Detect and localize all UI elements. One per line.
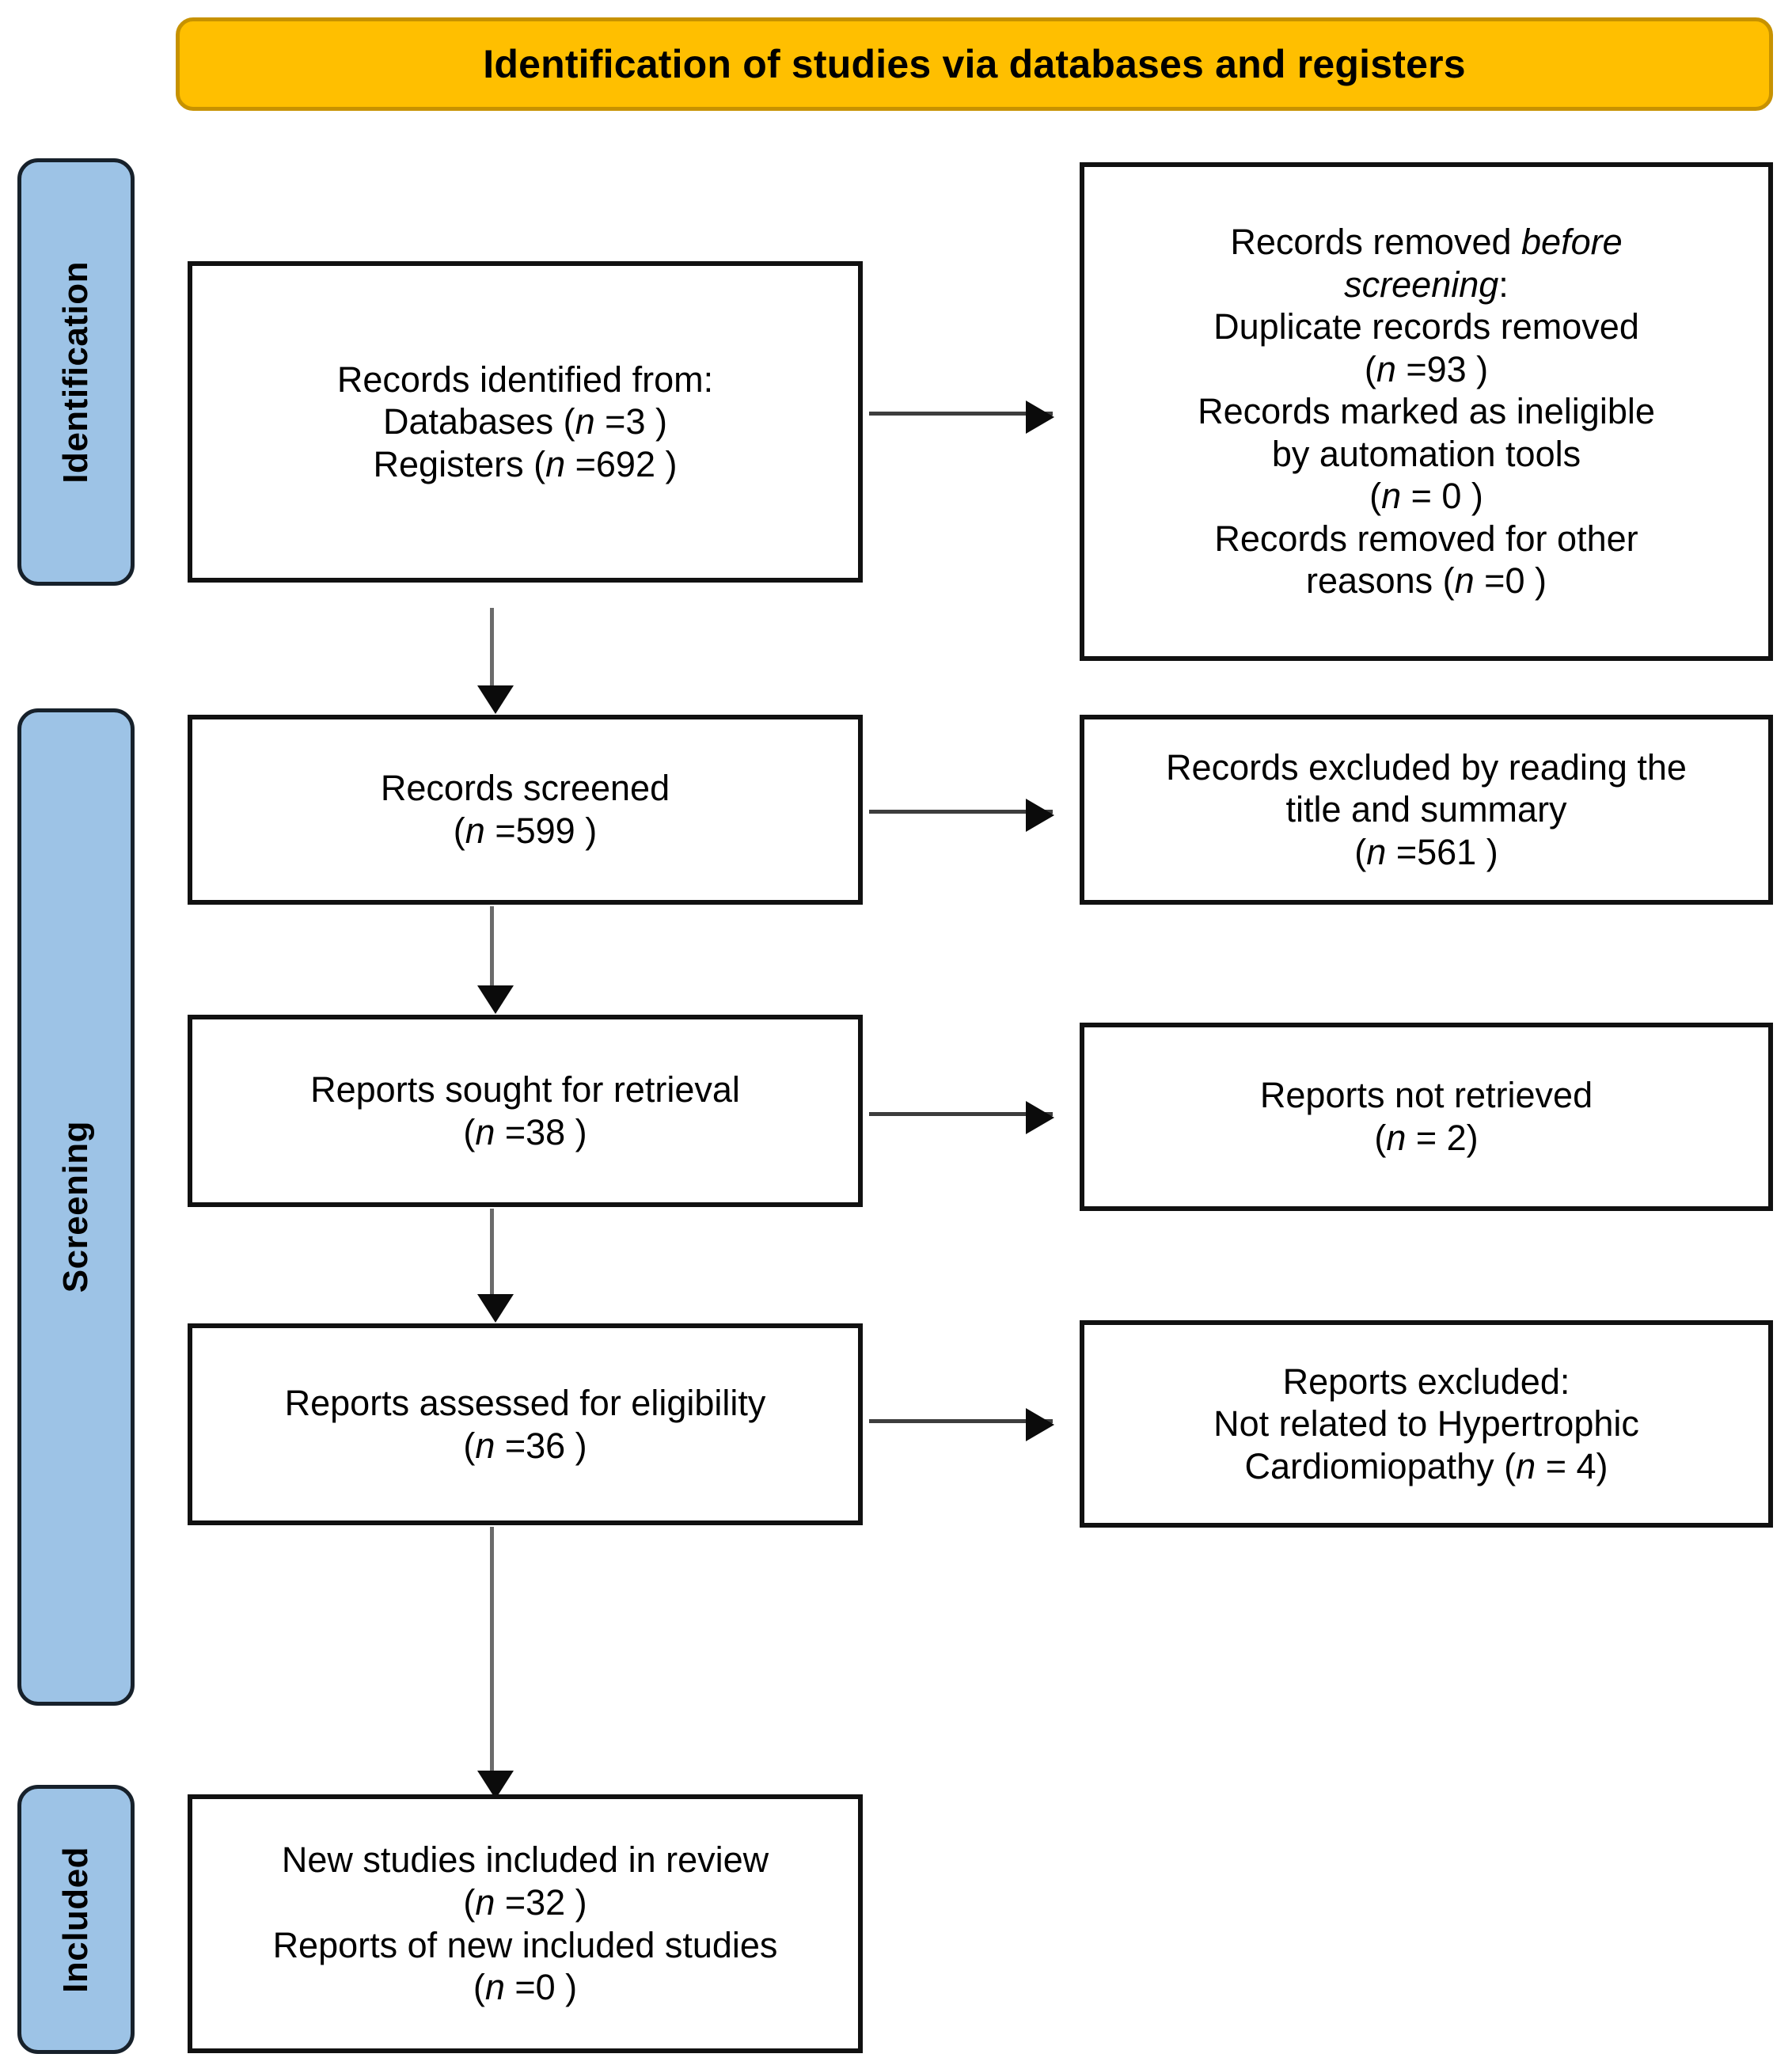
records-excluded-line1: Records excluded by reading the (1166, 746, 1687, 788)
box-reports-assessed-for-eligibility: Reports assessed for eligibility (n =36 … (188, 1323, 863, 1525)
new-studies-line2: (n =32 ) (463, 1881, 587, 1923)
records-removed-line1: Records removed before (1230, 222, 1623, 263)
records-removed-line2: screening: (1344, 264, 1509, 305)
records-screened-line1: Records screened (380, 768, 670, 809)
diagram-title-banner: Identification of studies via databases … (176, 17, 1773, 111)
box-reports-excluded: Reports excluded: Not related to Hypertr… (1080, 1320, 1773, 1528)
box-records-removed-before-screening: Records removed before screening: Duplic… (1080, 162, 1773, 661)
reports-excluded-line1: Reports excluded: (1282, 1361, 1570, 1402)
arrow-assessed-to-included (477, 1527, 514, 1799)
records-removed-line8: Records removed for other (1214, 518, 1638, 559)
box-records-screened: Records screened (n =599 ) (188, 715, 863, 905)
new-studies-line4: (n =0 ) (473, 1967, 578, 2008)
stage-label-screening-text: Screening (56, 1121, 95, 1293)
reports-sought-line1: Reports sought for retrieval (310, 1069, 740, 1110)
diagram-title: Identification of studies via databases … (483, 41, 1466, 86)
records-removed-line7: (n = 0 ) (1369, 476, 1483, 517)
reports-excluded-line2: Not related to Hypertrophic (1213, 1403, 1639, 1445)
records-removed-line3: Duplicate records removed (1213, 306, 1639, 347)
records-screened-line2: (n =599 ) (453, 811, 598, 851)
records-excluded-line3: (n =561 ) (1354, 831, 1498, 872)
records-removed-line9: reasons (n =0 ) (1306, 560, 1547, 602)
records-identified-line2: Databases (n =3 ) (383, 401, 667, 442)
reports-not-retrieved-line2: (n = 2) (1374, 1118, 1479, 1158)
new-studies-line1: New studies included in review (281, 1839, 769, 1881)
arrow-assessed-to-excluded (869, 1408, 1054, 1441)
box-records-identified: Records identified from: Databases (n =3… (188, 261, 863, 583)
records-removed-line4: (n =93 ) (1364, 348, 1489, 389)
arrow-sought-to-not-retrieved (869, 1101, 1054, 1134)
stage-label-screening: Screening (17, 708, 135, 1706)
arrow-sought-to-assessed (477, 1209, 514, 1323)
arrow-screened-to-sought (477, 906, 514, 1014)
reports-assessed-line1: Reports assessed for eligibility (284, 1382, 766, 1423)
arrow-identified-to-removed (869, 401, 1054, 434)
reports-assessed-line2: (n =36 ) (463, 1425, 587, 1466)
records-identified-line1: Records identified from: (336, 359, 714, 400)
arrow-screened-to-excluded (869, 799, 1054, 832)
records-removed-line6: by automation tools (1271, 433, 1581, 474)
arrow-identified-to-screened (477, 608, 514, 714)
reports-sought-line2: (n =38 ) (463, 1111, 587, 1152)
records-excluded-line2: title and summary (1285, 789, 1567, 830)
records-identified-line3: Registers (n =692 ) (373, 443, 678, 484)
reports-not-retrieved-line1: Reports not retrieved (1259, 1075, 1593, 1116)
records-removed-line5: Records marked as ineligible (1198, 391, 1655, 432)
box-reports-sought-for-retrieval: Reports sought for retrieval (n =38 ) (188, 1015, 863, 1207)
box-records-excluded: Records excluded by reading the title an… (1080, 715, 1773, 905)
stage-label-included-text: Included (56, 1846, 95, 1993)
stage-label-identification-text: Identification (56, 260, 95, 484)
box-reports-not-retrieved: Reports not retrieved (n = 2) (1080, 1023, 1773, 1211)
box-new-studies-included: New studies included in review (n =32 ) … (188, 1794, 863, 2053)
new-studies-line3: Reports of new included studies (272, 1924, 778, 1965)
stage-label-identification: Identification (17, 158, 135, 586)
reports-excluded-line3: Cardiomiopathy (n = 4) (1244, 1445, 1608, 1486)
stage-label-included: Included (17, 1785, 135, 2054)
